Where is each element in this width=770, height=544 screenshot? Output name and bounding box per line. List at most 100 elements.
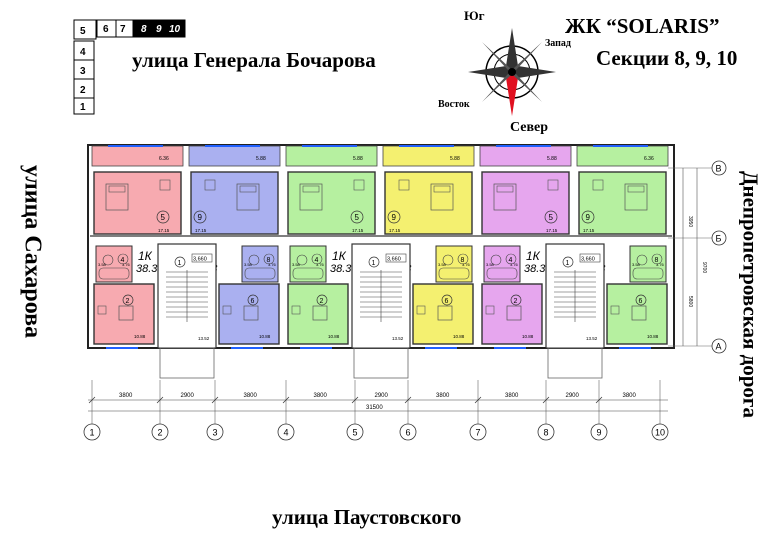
living-room-number: 5 [549, 213, 554, 222]
pillow-icon [496, 185, 514, 193]
dimension-vertical-2: 5800 [687, 296, 693, 307]
hall-area: 13.52 [392, 336, 404, 341]
stair-number: 1 [178, 260, 182, 267]
dimension-segment: 3800 [505, 393, 519, 399]
axis-column-circle [469, 423, 487, 441]
pillow-icon [108, 185, 126, 193]
bed-icon [493, 183, 517, 211]
living-room-apt-3 [287, 171, 376, 235]
wc-area-apt-4: 3.76 [462, 262, 471, 267]
living-area-apt-3: 17.15 [352, 228, 364, 233]
compass-rose-icon [468, 28, 556, 116]
bathroom-apt-1 [95, 245, 133, 283]
axis-column-label: 7 [476, 428, 481, 438]
entrance-porch [159, 347, 215, 379]
armchair-icon [547, 179, 559, 191]
axis-column-label: 8 [544, 428, 549, 438]
living-room-apt-2 [190, 171, 279, 235]
apartment-area-apt-1: 38.3 [136, 263, 158, 275]
toilet-icon [248, 254, 260, 266]
section-7: 7 [120, 24, 126, 35]
living-area-apt-1: 17.15 [158, 228, 170, 233]
apartment-type-apt-5: 1К [526, 249, 541, 263]
bathroom-apt-2 [241, 245, 279, 283]
dimension-segment: 2900 [375, 393, 389, 399]
kitchen-number: 6 [445, 298, 449, 305]
axis-column-circle [346, 423, 364, 441]
toilet-icon [442, 254, 454, 266]
living-room-apt-5 [481, 171, 570, 235]
floor-1: 1 [80, 102, 86, 113]
table-icon [243, 305, 259, 321]
section-10: 10 [169, 24, 181, 35]
stair-number: 1 [372, 260, 376, 267]
bath-number-circle [311, 253, 323, 265]
bath-number-circle [457, 253, 469, 265]
bath-area-apt-4: 3.58 [438, 262, 447, 267]
bath-number: 8 [267, 257, 271, 264]
street-bottom-label: улица Паустовского [272, 505, 462, 529]
project-sections: Секции 8, 9, 10 [596, 46, 738, 70]
bathroom-apt-5 [483, 245, 521, 283]
stair-number-circle [368, 256, 380, 268]
living-room-apt-1 [93, 171, 182, 235]
pillow-icon [239, 185, 257, 193]
balcony-apt-4 [382, 145, 475, 167]
dimension-tick [156, 396, 164, 404]
kitchen-number: 2 [320, 298, 324, 305]
balcony-area-apt-3: 5.88 [353, 156, 363, 162]
room-number-circle [581, 210, 595, 224]
dimension-tick [351, 396, 359, 404]
bathroom-apt-6 [629, 245, 667, 283]
dimension-tick [474, 396, 482, 404]
living-room-number: 5 [355, 213, 360, 222]
dimension-segment: 2900 [181, 393, 195, 399]
living-area-apt-5: 17.15 [546, 228, 558, 233]
apartment-type-apt-1: 1К [138, 249, 153, 263]
bathtub-icon [486, 267, 518, 280]
bath-number: 8 [461, 257, 465, 264]
axis-row-circle [711, 338, 727, 354]
balcony-apt-5 [479, 145, 572, 167]
stove-icon [610, 305, 620, 315]
axis-row-label: А [716, 342, 722, 352]
bath-area-apt-3: 3.58 [292, 262, 301, 267]
section-8: 8 [141, 24, 147, 35]
apartment-area-apt-3: 38.3 [330, 263, 352, 275]
bath-number-circle [263, 253, 275, 265]
street-top-label: улица Генерала Бочарова [132, 48, 376, 72]
bath-number-circle [651, 253, 663, 265]
living-area-apt-2: 17.15 [195, 228, 207, 233]
bath-number-circle [117, 253, 129, 265]
axis-column-circle [206, 423, 224, 441]
kitchen-number-circle [635, 294, 647, 306]
bath-number: 4 [509, 257, 513, 264]
room-number-circle [156, 210, 170, 224]
bathtub-icon [98, 267, 130, 280]
pillow-icon [433, 185, 451, 193]
stove-icon [291, 305, 301, 315]
dimension-vertical-total: 9700 [701, 262, 707, 273]
bathtub-icon [292, 267, 324, 280]
axis-column-label: 4 [284, 428, 289, 438]
dimension-tick [595, 396, 603, 404]
axis-column-label: 5 [353, 428, 358, 438]
section-6: 6 [103, 24, 109, 35]
floor-2: 2 [80, 85, 86, 96]
kitchen-number-circle [247, 294, 259, 306]
dimension-segment: 3800 [119, 393, 133, 399]
armchair-icon [592, 179, 604, 191]
entrance-porch [547, 347, 603, 379]
living-room-number: 9 [198, 213, 203, 222]
living-room-apt-6 [578, 171, 667, 235]
axis-column-label: 3 [213, 428, 218, 438]
armchair-icon [159, 179, 171, 191]
kitchen-number-circle [122, 294, 134, 306]
wc-area-apt-5: 3.76 [510, 262, 519, 267]
dimension-vertical-1: 3950 [687, 216, 693, 227]
kitchen-area-apt-5: 10.88 [522, 334, 534, 339]
bath-area-apt-2: 3.58 [244, 262, 253, 267]
bathtub-icon [244, 267, 276, 280]
armchair-icon [353, 179, 365, 191]
